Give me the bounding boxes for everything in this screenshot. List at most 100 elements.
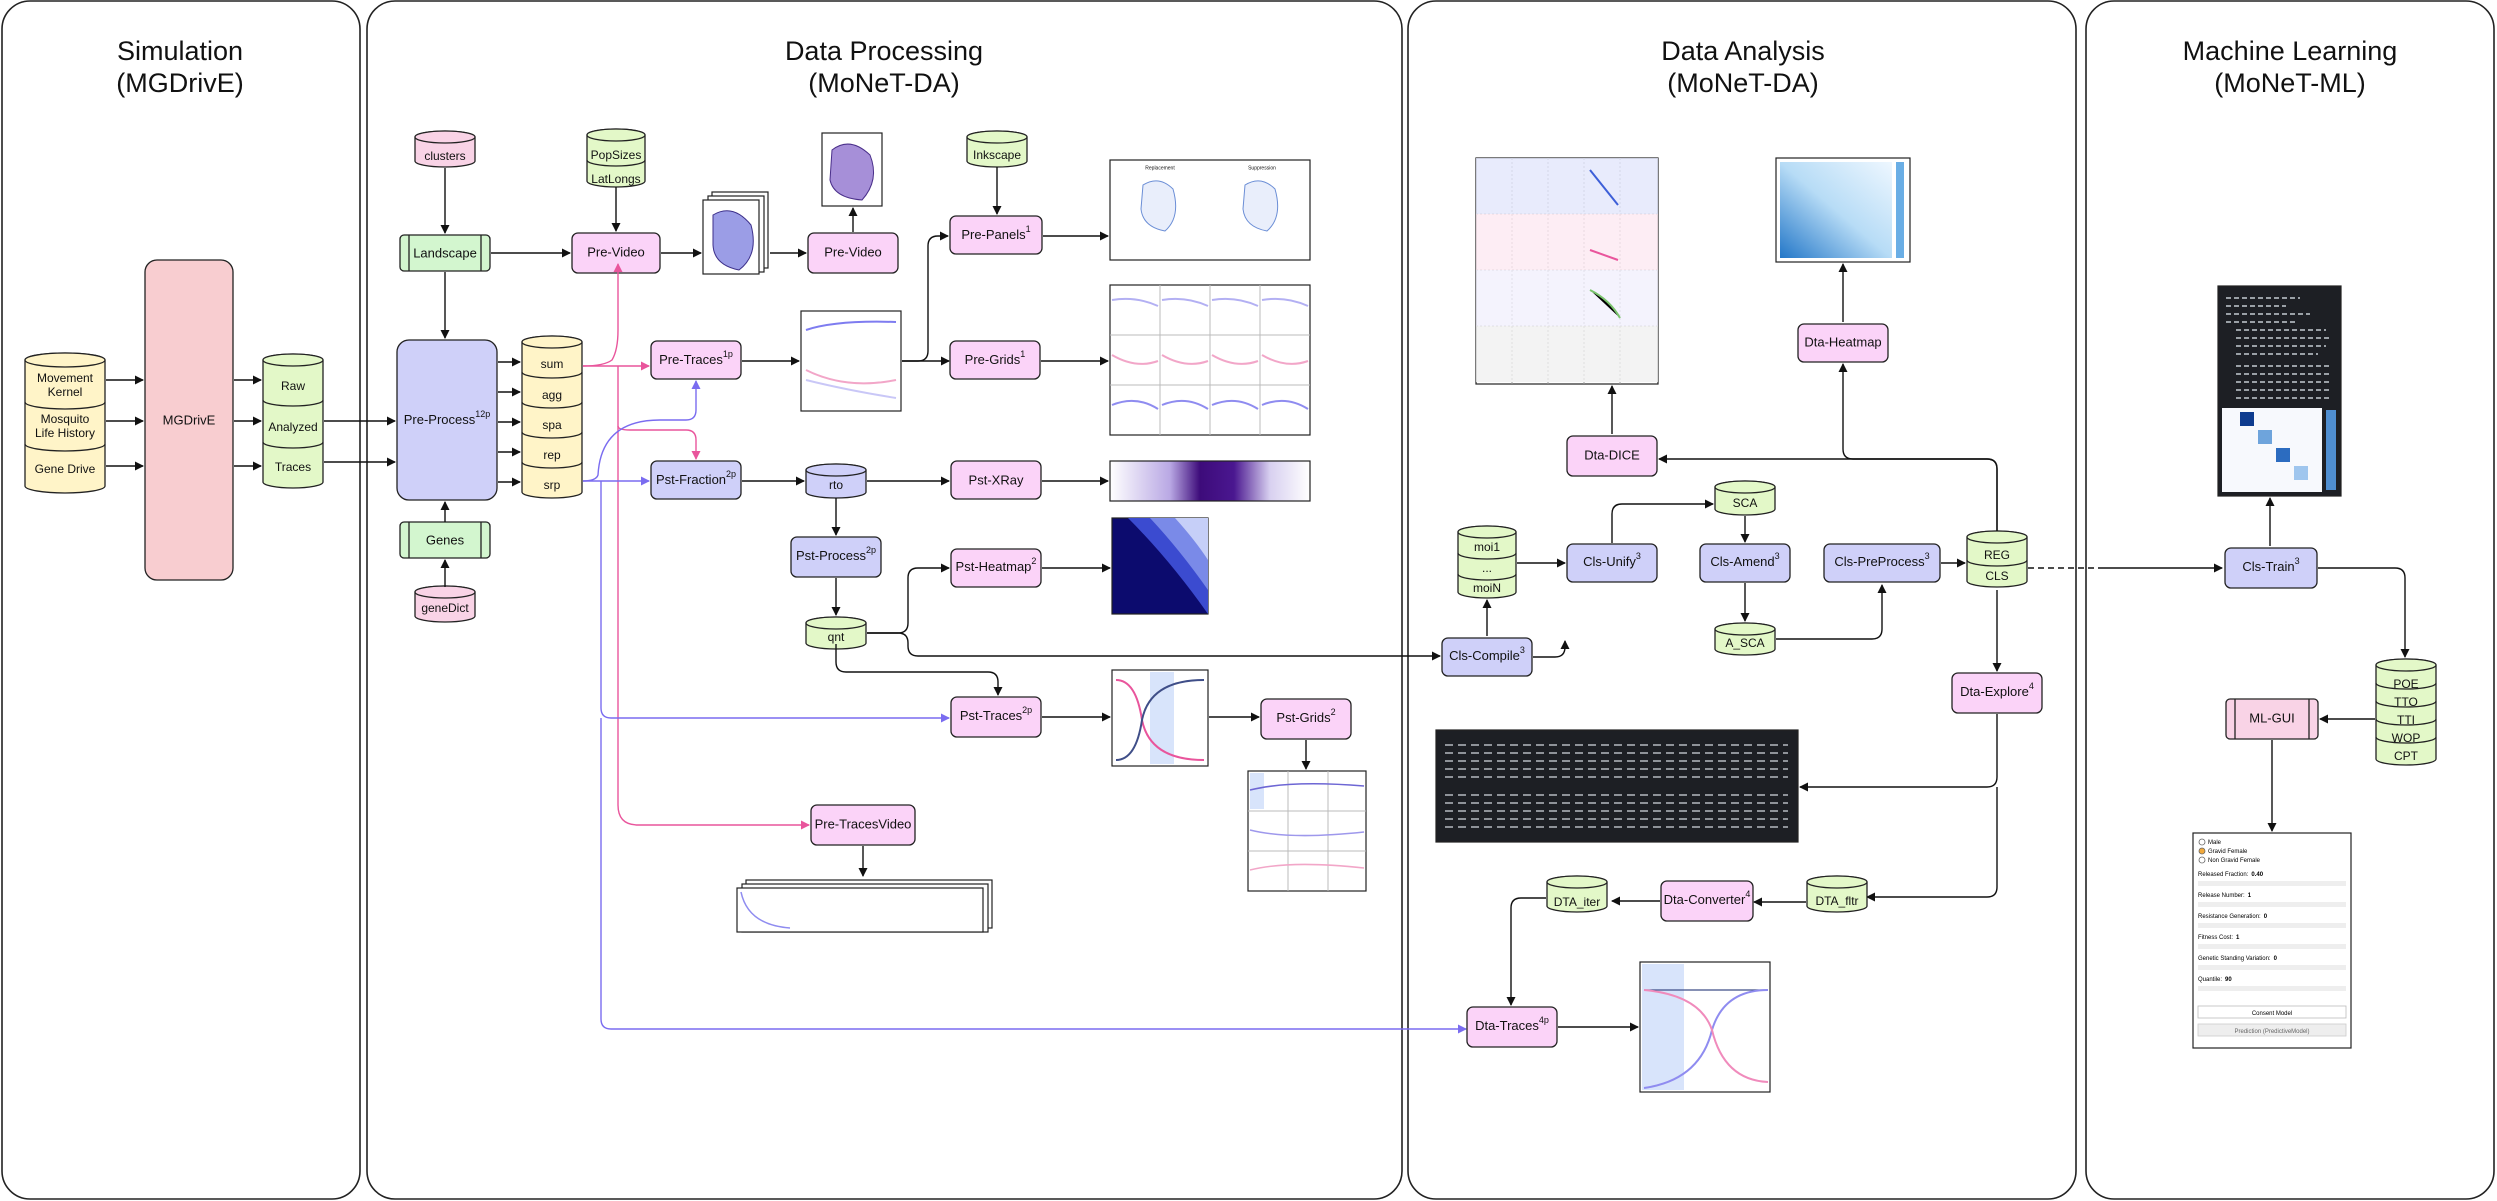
- training-console-image: [2217, 285, 2342, 497]
- pstfraction-label: Pst-Fraction: [656, 472, 726, 487]
- gui-field-slider[interactable]: [2198, 944, 2346, 949]
- section-subtitle-analysis: (MoNeT-DA): [1667, 68, 1819, 98]
- svg-text:Pre-Traces1p: Pre-Traces1p: [659, 349, 733, 367]
- dtaheatmap-label: Dta-Heatmap: [1804, 334, 1881, 349]
- clspreprocess-box: [1823, 543, 1941, 583]
- gui-predict-button[interactable]: [2197, 1023, 2347, 1037]
- gui-field-label: Fitness Cost:1: [2198, 935, 2240, 941]
- section-subtitle-processing: (MoNeT-DA): [808, 68, 960, 98]
- dice-image: [1475, 157, 1659, 385]
- gui-field-slider[interactable]: [2198, 986, 2346, 991]
- gui-option-nongravid[interactable]: Non Gravid Female: [2208, 858, 2261, 864]
- gui-field-slider[interactable]: [2198, 902, 2346, 907]
- sca-store: SCA: [1733, 496, 1758, 510]
- panels-image: Replacement Suppression: [1109, 159, 1311, 261]
- landscape-label: Landscape: [413, 245, 477, 260]
- pretracesvideo-label: Pre-TracesVideo: [815, 816, 912, 831]
- gui-field-label: Resistance Generation:0: [2198, 914, 2268, 920]
- section-subtitle-ml: (MoNeT-ML): [2214, 68, 2366, 98]
- sim-input-stack: Movement Kernel Mosquito Life History Ge…: [24, 352, 106, 494]
- pregrids-box: [949, 340, 1041, 380]
- gui-field-slider[interactable]: [2198, 965, 2346, 970]
- gui-consent-label: Consent Model: [2252, 1011, 2292, 1017]
- pstxray-box: [950, 460, 1042, 500]
- pstgrids-box: [1260, 698, 1352, 740]
- dtatraces-box: [1466, 1006, 1558, 1048]
- clspreprocess-label: Cls-PreProcess: [1834, 554, 1925, 569]
- pst-grids-image: [1247, 770, 1367, 892]
- prevideo-label-1: Pre-Video: [587, 244, 645, 259]
- prepanels-sup: 1: [1026, 224, 1031, 234]
- input-genedrive: Gene Drive: [35, 462, 96, 476]
- pstprocess-box: [790, 536, 882, 578]
- gui-predict-label: Prediction (PredictiveModel): [2234, 1029, 2309, 1035]
- svg-text:Pst-Heatmap2: Pst-Heatmap2: [956, 556, 1037, 574]
- input-movement-line2: Kernel: [48, 385, 83, 399]
- prepanels-label: Pre-Panels: [961, 227, 1026, 242]
- prevideo-box-1: [571, 232, 661, 274]
- clsamend-label: Cls-Amend: [1710, 554, 1774, 569]
- pst-traces-image: [1111, 669, 1209, 767]
- moi-first: moi1: [1474, 540, 1500, 554]
- pretraces-box: [650, 340, 742, 380]
- landscape-box: [399, 234, 491, 272]
- section-title-simulation: Simulation: [117, 36, 243, 66]
- gui-option-male[interactable]: Male: [2208, 840, 2222, 846]
- pstxray-label: Pst-XRay: [969, 472, 1024, 487]
- pretracesvideo-box: [810, 804, 916, 846]
- pstprocess-sup: 2p: [866, 545, 876, 555]
- svg-text:Pst-Fraction2p: Pst-Fraction2p: [656, 469, 736, 487]
- machine-learning-panel: [2085, 0, 2495, 1200]
- metric-cpt: CPT: [2394, 749, 2419, 763]
- prevideo-label-2: Pre-Video: [824, 244, 882, 259]
- dtadice-label: Dta-DICE: [1584, 447, 1640, 462]
- section-title-ml: Machine Learning: [2183, 36, 2398, 66]
- gui-option-gravid[interactable]: Gravid Female: [2208, 849, 2248, 855]
- gui-field-slider[interactable]: [2198, 881, 2346, 886]
- dtaexplore-box: [1951, 672, 2043, 714]
- dtaconverter-box: [1660, 880, 1754, 922]
- mlgui-box: [2225, 698, 2319, 740]
- dtafltr-store: DTA_fltr: [1815, 894, 1858, 908]
- metric-tto: TTO: [2394, 695, 2418, 709]
- metric-poe: POE: [2393, 677, 2418, 691]
- qnt-store: qnt: [828, 630, 845, 644]
- dtatraces-sup: 4p: [1539, 1015, 1549, 1025]
- prevideo-box-2: [807, 232, 899, 274]
- grids-image: [1109, 284, 1311, 436]
- dtaexplore-sup: 4: [2029, 681, 2034, 691]
- svg-text:Pre-Process12p: Pre-Process12p: [404, 409, 491, 427]
- pstprocess-label: Pst-Process: [796, 548, 867, 563]
- clscompile-label: Cls-Compile: [1449, 648, 1520, 663]
- traces-video-frames: [736, 879, 993, 933]
- metrics-store-stack: POE TTO TTI WOP CPT: [2375, 658, 2437, 766]
- svg-text:Cls-PreProcess3: Cls-PreProcess3: [1834, 551, 1929, 569]
- gui-consent-button[interactable]: [2197, 1005, 2347, 1019]
- dtaheatmap-box: [1797, 323, 1889, 363]
- clsamend-sup: 3: [1775, 551, 1780, 561]
- gui-field-slider[interactable]: [2198, 923, 2346, 928]
- gui-field-label: Genetic Standing Variation:0: [2198, 956, 2278, 962]
- svg-text:Dta-Traces4p: Dta-Traces4p: [1475, 1015, 1549, 1033]
- dtaconverter-label: Dta-Converter: [1664, 892, 1746, 907]
- dtadice-box: [1566, 435, 1658, 477]
- svg-text:Dta-Converter4: Dta-Converter4: [1664, 889, 1751, 907]
- asca-store: A_SCA: [1725, 636, 1764, 650]
- pregrids-sup: 1: [1020, 349, 1025, 359]
- output-analyzed: Analyzed: [268, 420, 317, 434]
- reg-store: REG: [1984, 548, 2010, 562]
- clsunify-label: Cls-Unify: [1583, 554, 1636, 569]
- clscompile-sup: 3: [1520, 645, 1525, 655]
- xray-image: [1109, 460, 1311, 502]
- svg-text:Pre-Panels1: Pre-Panels1: [961, 224, 1030, 242]
- preprocess-box: [396, 339, 498, 501]
- svg-text:Pst-Process2p: Pst-Process2p: [796, 545, 876, 563]
- pretraces-sup: 1p: [723, 349, 733, 359]
- svg-text:Pst-Traces2p: Pst-Traces2p: [960, 705, 1032, 723]
- psttraces-sup: 2p: [1022, 705, 1032, 715]
- psttraces-box: [950, 696, 1042, 738]
- gui-form-image: Male Gravid Female Non Gravid Female Rel…: [2192, 832, 2352, 1049]
- gui-field-label: Released Fraction:0.40: [2198, 872, 2264, 878]
- preprocess-label: Pre-Process: [404, 412, 476, 427]
